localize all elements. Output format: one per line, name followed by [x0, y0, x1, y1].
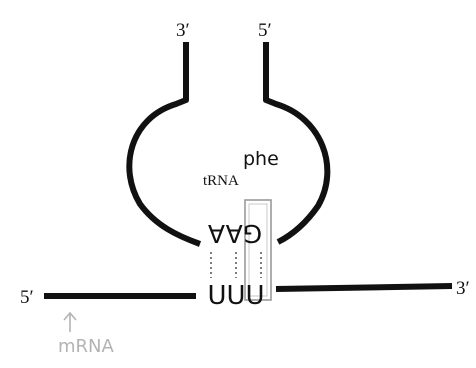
codon-label: UUU — [207, 281, 264, 311]
trna-3prime-label: 3′ — [176, 20, 190, 41]
mrna-5prime-label: 5′ — [20, 287, 34, 308]
base-pair-dots — [210, 252, 262, 278]
codon-anticodon-box — [244, 199, 272, 301]
mrna-strand-right — [275, 283, 453, 292]
mrna-pointer-head — [63, 311, 77, 321]
trna-backbone-right — [263, 42, 331, 245]
trna-5prime-label: 5′ — [258, 20, 272, 41]
mrna-3prime-label: 3′ — [456, 278, 470, 299]
trna-backbone-left — [126, 42, 202, 247]
anticodon-label: GAA — [208, 219, 262, 248]
trna-superscript-label: phe — [243, 148, 279, 170]
mrna-pointer-label: mRNA — [58, 336, 115, 357]
mrna-pointer-arrow-icon — [63, 311, 77, 332]
trna-name-label: tRNA — [203, 173, 239, 189]
codon-anticodon-box-inner — [248, 203, 268, 297]
